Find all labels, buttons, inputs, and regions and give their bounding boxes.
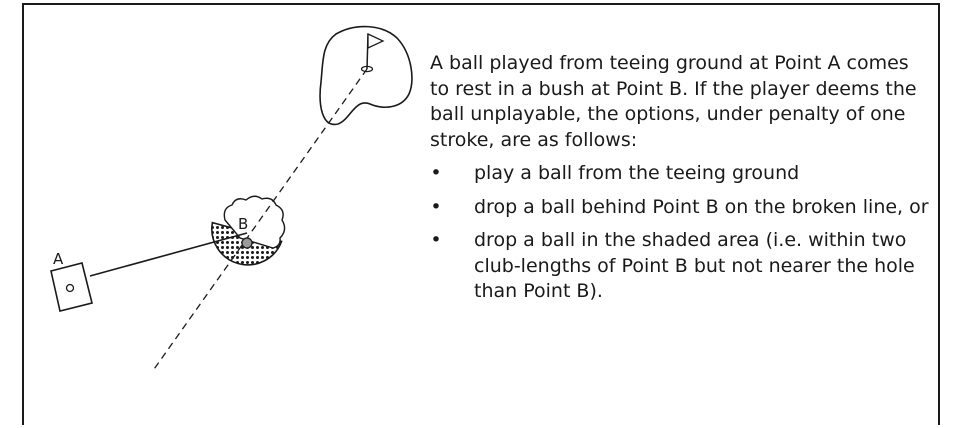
rule-explanation: A ball played from teeing ground at Poin… — [430, 51, 930, 313]
label-point-a: A — [53, 250, 64, 268]
option-text: play a ball from the teeing ground — [474, 162, 799, 184]
intro-paragraph: A ball played from teeing ground at Poin… — [430, 51, 930, 153]
option-text: drop a ball in the shaded area (i.e. wit… — [474, 229, 915, 302]
list-item: • drop a ball in the shaded area (i.e. w… — [430, 228, 930, 305]
bullet-icon: • — [430, 161, 442, 187]
option-text: drop a ball behind Point B on the broken… — [474, 196, 929, 218]
options-list: • play a ball from the teeing ground • d… — [430, 161, 930, 305]
teeing-ground — [51, 263, 92, 311]
broken-line — [152, 69, 367, 372]
putting-green — [320, 27, 412, 125]
ball-point-b — [242, 238, 252, 248]
label-point-b: B — [238, 215, 248, 233]
bullet-icon: • — [430, 195, 442, 221]
list-item: • drop a ball behind Point B on the brok… — [430, 195, 930, 221]
bullet-icon: • — [430, 228, 442, 254]
list-item: • play a ball from the teeing ground — [430, 161, 930, 187]
